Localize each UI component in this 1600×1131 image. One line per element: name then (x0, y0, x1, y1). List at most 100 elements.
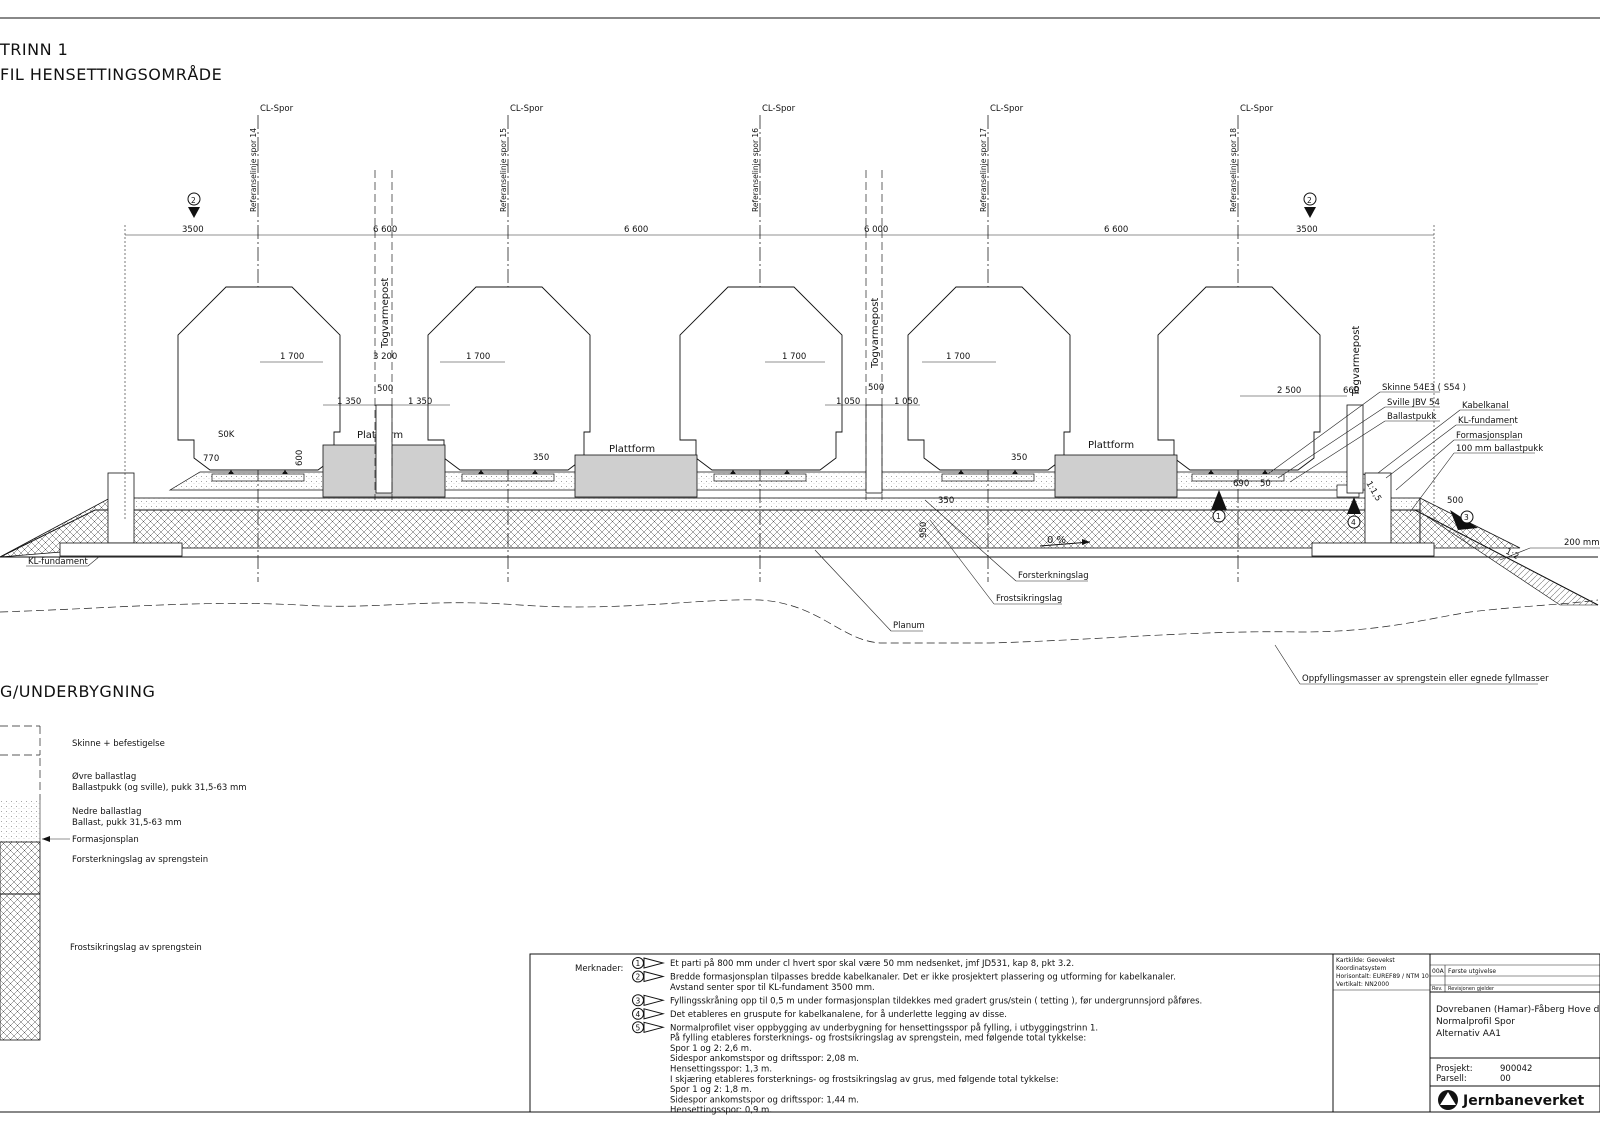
parsell-label: Parsell: (1436, 1074, 1467, 1084)
track-reference-label: Referanselinje spor 18 (1229, 128, 1238, 212)
post-label-1: Togvarmepost (380, 278, 391, 349)
profile-title: FIL HENSETTINGSOMRÅDE (0, 65, 222, 84)
svg-text:1: 1 (1216, 512, 1221, 521)
top-dimension-line: 3500 6 600 6 600 6 000 6 600 3500 (124, 225, 1435, 520)
label-s0k: S0K (218, 430, 235, 440)
note-text-line: I skjæring etableres forsterknings- og f… (670, 1075, 1059, 1085)
revision-table: 00A Første utgivelse Rev. Revisjonen gje… (1432, 968, 1496, 992)
callout-ballastpukk: Ballastpukk (1387, 412, 1436, 422)
dim-top-6: 3500 (1296, 225, 1318, 235)
note-text-line: Spor 1 og 2: 2,6 m. (670, 1044, 752, 1054)
marker-2-left: 2 (187, 192, 201, 218)
coordinate-info: Kartkilde: Geovekst Koordinatsystem Hori… (1336, 957, 1429, 988)
post-label-2: Togvarmepost (870, 298, 881, 369)
note-text-line: Det etableres en gruspute for kabelkanal… (670, 1009, 1007, 1020)
dim-top-3: 6 600 (624, 225, 648, 235)
svg-text:2: 2 (191, 196, 196, 205)
dim-350-c: 350 (938, 496, 954, 506)
callout-frostsikringslag: Frostsikringslag (996, 594, 1062, 604)
note-text-line: Hensettingsspor: 0,9 m. (670, 1106, 772, 1116)
jernbaneverket-logo-icon (1438, 1090, 1458, 1110)
rev-desc: Første utgivelse (1448, 968, 1496, 975)
dim-1050-b: 1 050 (894, 397, 918, 407)
legend-forsterkning: Forsterkningslag av sprengstein (72, 855, 208, 865)
dim-1700-d: 1 700 (946, 352, 970, 362)
markers: 2 2 1 4 3 (187, 192, 1478, 530)
legend-nedre: Nedre ballastlag (72, 807, 142, 817)
platform-label-2: Plattform (609, 444, 655, 455)
callout-oppfylling: Oppfyllingsmasser av sprengstein eller e… (1302, 674, 1549, 684)
note-arrow-icon (643, 1008, 665, 1020)
rail (958, 470, 964, 474)
platform-label-3: Plattform (1088, 440, 1134, 451)
rail (1012, 470, 1018, 474)
dim-350-b: 350 (1011, 453, 1027, 463)
sleeper (713, 473, 807, 482)
marker-4: 4 (1347, 497, 1361, 529)
title-block: Merknader: (529, 953, 1600, 1113)
dim-1350-a: 1 350 (337, 397, 361, 407)
legend-skinne: Skinne + befestigelse (72, 739, 165, 749)
dim-600: 600 (295, 450, 305, 466)
dim-690: 690 (1233, 479, 1249, 489)
rail (1262, 470, 1268, 474)
track-reference-label: Referanselinje spor 17 (979, 128, 988, 212)
callout-ballastpukk-100: 100 mm ballastpukk (1456, 444, 1543, 454)
togvarmepost-columns: Togvarmepost Togvarmepost Togvarmepost (374, 170, 1364, 500)
dim-500-b: 500 (868, 383, 884, 393)
legend-ovre: Øvre ballastlag (72, 771, 136, 782)
note-text-line: Et parti på 800 mm under cl hvert spor s… (670, 958, 1074, 969)
dim-660: 660 (1343, 386, 1359, 396)
note-text-line: Fyllingsskråning opp til 0,5 m under for… (670, 995, 1202, 1006)
note-text-line: Hensettingsspor: 1,3 m. (670, 1065, 772, 1075)
svg-text:3: 3 (1464, 513, 1469, 522)
note-text-line: Avstand senter spor til KL-fundament 350… (670, 983, 875, 993)
track-cl-label: CL-Spor (260, 104, 294, 114)
coord-vertikalt: Vertikalt: NN2000 (1336, 981, 1389, 988)
clearance-gauge-outline (679, 286, 843, 471)
post-label-3: Togvarmepost (1351, 326, 1362, 397)
note-number: 3 (636, 996, 641, 1005)
rev-label: Rev. (1432, 986, 1443, 992)
clearance-gauge-outline (427, 286, 591, 471)
callout-skinne: Skinne 54E3 ( S54 ) (1382, 383, 1466, 393)
dim-1350-b: 1 350 (408, 397, 432, 407)
dim-2500: 2 500 (1277, 386, 1301, 396)
rail (282, 470, 288, 474)
platform-3 (1054, 454, 1178, 498)
frostsikringslag-body (109, 509, 1421, 549)
rail (532, 470, 538, 474)
bottom-callouts: KL-fundament Forsterkningslag Frostsikri… (26, 499, 1549, 685)
note-text-line: Sidespor ankomstspor og driftsspor: 2,08… (670, 1054, 859, 1064)
legend-formasjonsplan: Formasjonsplan (72, 835, 139, 845)
sleeper (1191, 473, 1285, 482)
prosjekt-label: Prosjekt: (1436, 1064, 1473, 1074)
embankment (0, 471, 1599, 644)
track-reference-label: Referanselinje spor 16 (751, 128, 760, 212)
track-reference-label: Referanselinje spor 14 (249, 128, 258, 212)
sleeper (461, 473, 555, 482)
track-cl-label: CL-Spor (1240, 104, 1274, 114)
sleeper (211, 473, 305, 482)
note-arrow-icon (643, 994, 665, 1006)
marker-3: 3 (1450, 510, 1478, 530)
legend-frostsikring: Frostsikringslag av sprengstein (70, 943, 202, 953)
marker-2-right: 2 (1303, 192, 1317, 218)
stage-title: TRINN 1 (0, 40, 68, 59)
note-number: 2 (636, 973, 641, 982)
clearance-gauge-outline (1157, 286, 1321, 471)
callout-forsterkningslag: Forsterkningslag (1018, 571, 1089, 581)
coord-kartkilde: Kartkilde: Geovekst (1336, 957, 1395, 964)
dim-top-5: 6 600 (1104, 225, 1128, 235)
note-arrow-icon (643, 957, 665, 969)
track-reference-label: Referanselinje spor 15 (499, 128, 508, 212)
